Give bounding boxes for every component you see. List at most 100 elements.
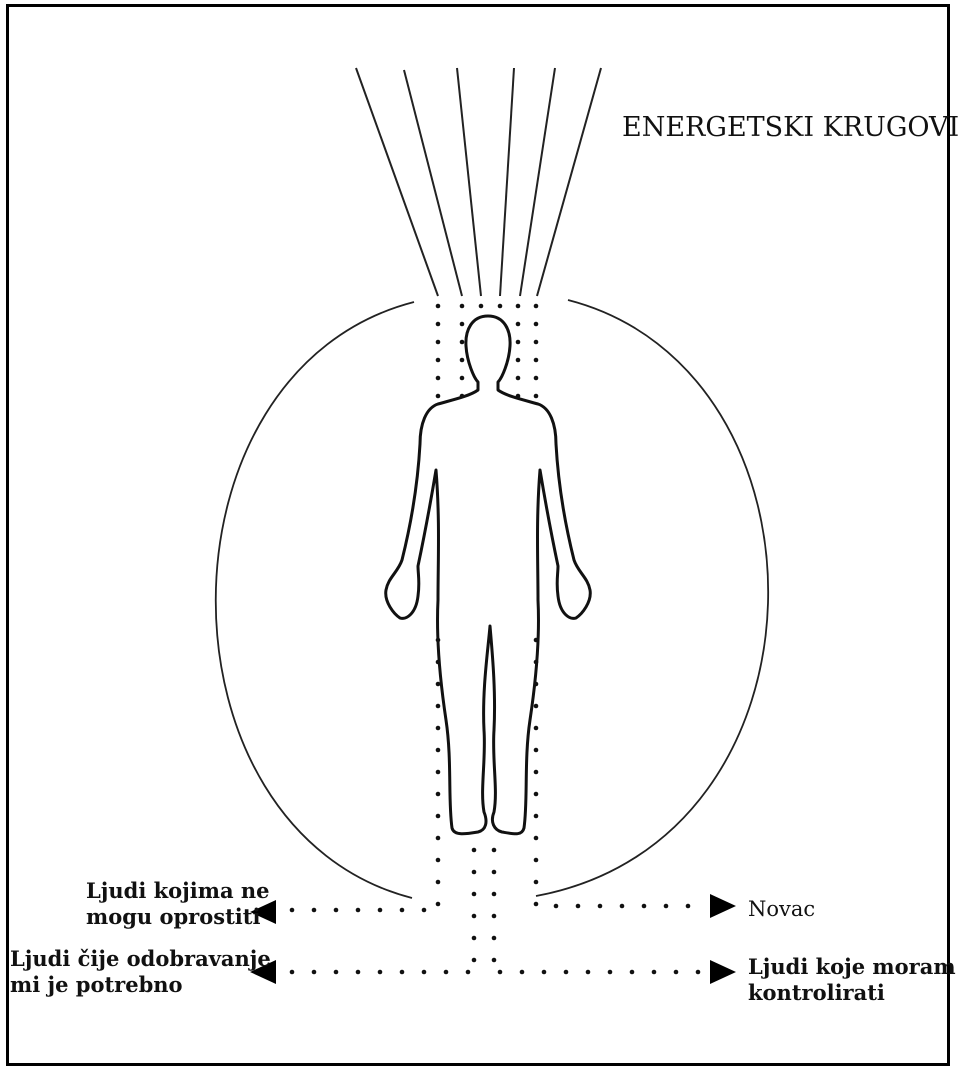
energy-ray: [520, 68, 555, 296]
energy-dot: [664, 904, 669, 909]
energy-dot: [436, 394, 441, 399]
energy-dot: [436, 902, 441, 907]
energy-dot: [520, 970, 525, 975]
energy-dot: [472, 958, 477, 963]
energy-dot: [356, 908, 361, 913]
energy-dot: [436, 814, 441, 819]
energy-dot: [534, 770, 539, 775]
energy-dot: [436, 304, 441, 309]
energy-dot: [534, 704, 539, 709]
energy-dot: [534, 304, 539, 309]
energy-dot: [534, 638, 539, 643]
diagram-title: ENERGETSKI KRUGOVI: [622, 112, 958, 143]
energy-dot: [492, 870, 497, 875]
energy-dot: [422, 908, 427, 913]
energy-dot: [620, 904, 625, 909]
energy-dot: [534, 880, 539, 885]
aura-left-arc: [216, 302, 414, 898]
energy-dot: [534, 340, 539, 345]
label-people-must-control: Ljudi koje moram kontrolirati: [748, 954, 956, 1006]
energy-dot: [516, 322, 521, 327]
energy-dot: [436, 376, 441, 381]
energy-dot: [534, 322, 539, 327]
energy-dot: [492, 958, 497, 963]
label-money: Novac: [748, 896, 815, 922]
energy-dot: [542, 970, 547, 975]
energy-dot: [686, 904, 691, 909]
energy-ray: [500, 68, 514, 296]
energy-dot: [436, 340, 441, 345]
energy-ray: [537, 68, 601, 296]
energy-dot: [586, 970, 591, 975]
energy-dot: [492, 914, 497, 919]
energy-dot: [436, 748, 441, 753]
energy-dot: [472, 848, 477, 853]
energy-dot: [492, 848, 497, 853]
energy-dot: [534, 660, 539, 665]
energy-dot: [642, 904, 647, 909]
energy-dot: [436, 792, 441, 797]
energy-dot: [534, 836, 539, 841]
energy-dot: [290, 908, 295, 913]
human-figure: [386, 316, 591, 834]
energy-dot: [436, 358, 441, 363]
energy-dot: [534, 902, 539, 907]
energy-dot: [436, 660, 441, 665]
energy-dot: [400, 908, 405, 913]
energy-dot: [534, 748, 539, 753]
energy-dot: [516, 304, 521, 309]
energy-dot: [498, 970, 503, 975]
energy-dot: [436, 704, 441, 709]
energy-dot: [436, 682, 441, 687]
energy-dot: [436, 836, 441, 841]
energy-dot: [460, 340, 465, 345]
energy-dot: [534, 394, 539, 399]
energy-dot: [436, 858, 441, 863]
energy-dot: [472, 914, 477, 919]
energy-dot: [534, 358, 539, 363]
energy-dot: [312, 970, 317, 975]
energy-dot: [534, 376, 539, 381]
energy-dot: [436, 726, 441, 731]
energy-dot: [576, 904, 581, 909]
energy-dot: [534, 814, 539, 819]
energy-dot: [492, 936, 497, 941]
energy-dot: [460, 358, 465, 363]
energy-dot: [696, 970, 701, 975]
energy-dot: [516, 376, 521, 381]
energy-dot: [492, 892, 497, 897]
energy-dot: [436, 770, 441, 775]
energy-dot: [400, 970, 405, 975]
energy-dot: [436, 638, 441, 643]
arrow-right-lower: [710, 960, 736, 984]
energy-dot: [290, 970, 295, 975]
energy-dot: [460, 394, 465, 399]
energy-dot: [460, 322, 465, 327]
energy-dot: [516, 358, 521, 363]
label-people-cannot-forgive: Ljudi kojima ne mogu oprostiti: [86, 878, 270, 930]
energy-ray: [404, 70, 462, 296]
energy-dot: [436, 322, 441, 327]
energy-dot: [460, 376, 465, 381]
energy-dot: [472, 892, 477, 897]
energy-dot: [378, 908, 383, 913]
energy-dot: [436, 880, 441, 885]
energy-dot: [516, 394, 521, 399]
energy-dot: [652, 970, 657, 975]
energy-dot: [472, 936, 477, 941]
energy-dot: [378, 970, 383, 975]
energy-dot: [334, 970, 339, 975]
energy-dot: [674, 970, 679, 975]
energy-dot: [630, 970, 635, 975]
energy-dot: [356, 970, 361, 975]
energy-dot: [598, 904, 603, 909]
aura-right-arc: [536, 300, 768, 896]
arrow-right-upper: [710, 894, 736, 918]
energy-dot: [334, 908, 339, 913]
energy-dot: [554, 904, 559, 909]
energy-dot: [466, 970, 471, 975]
energy-dot: [534, 792, 539, 797]
energy-dot: [498, 304, 503, 309]
energy-dot: [422, 970, 427, 975]
energy-dot: [479, 304, 484, 309]
